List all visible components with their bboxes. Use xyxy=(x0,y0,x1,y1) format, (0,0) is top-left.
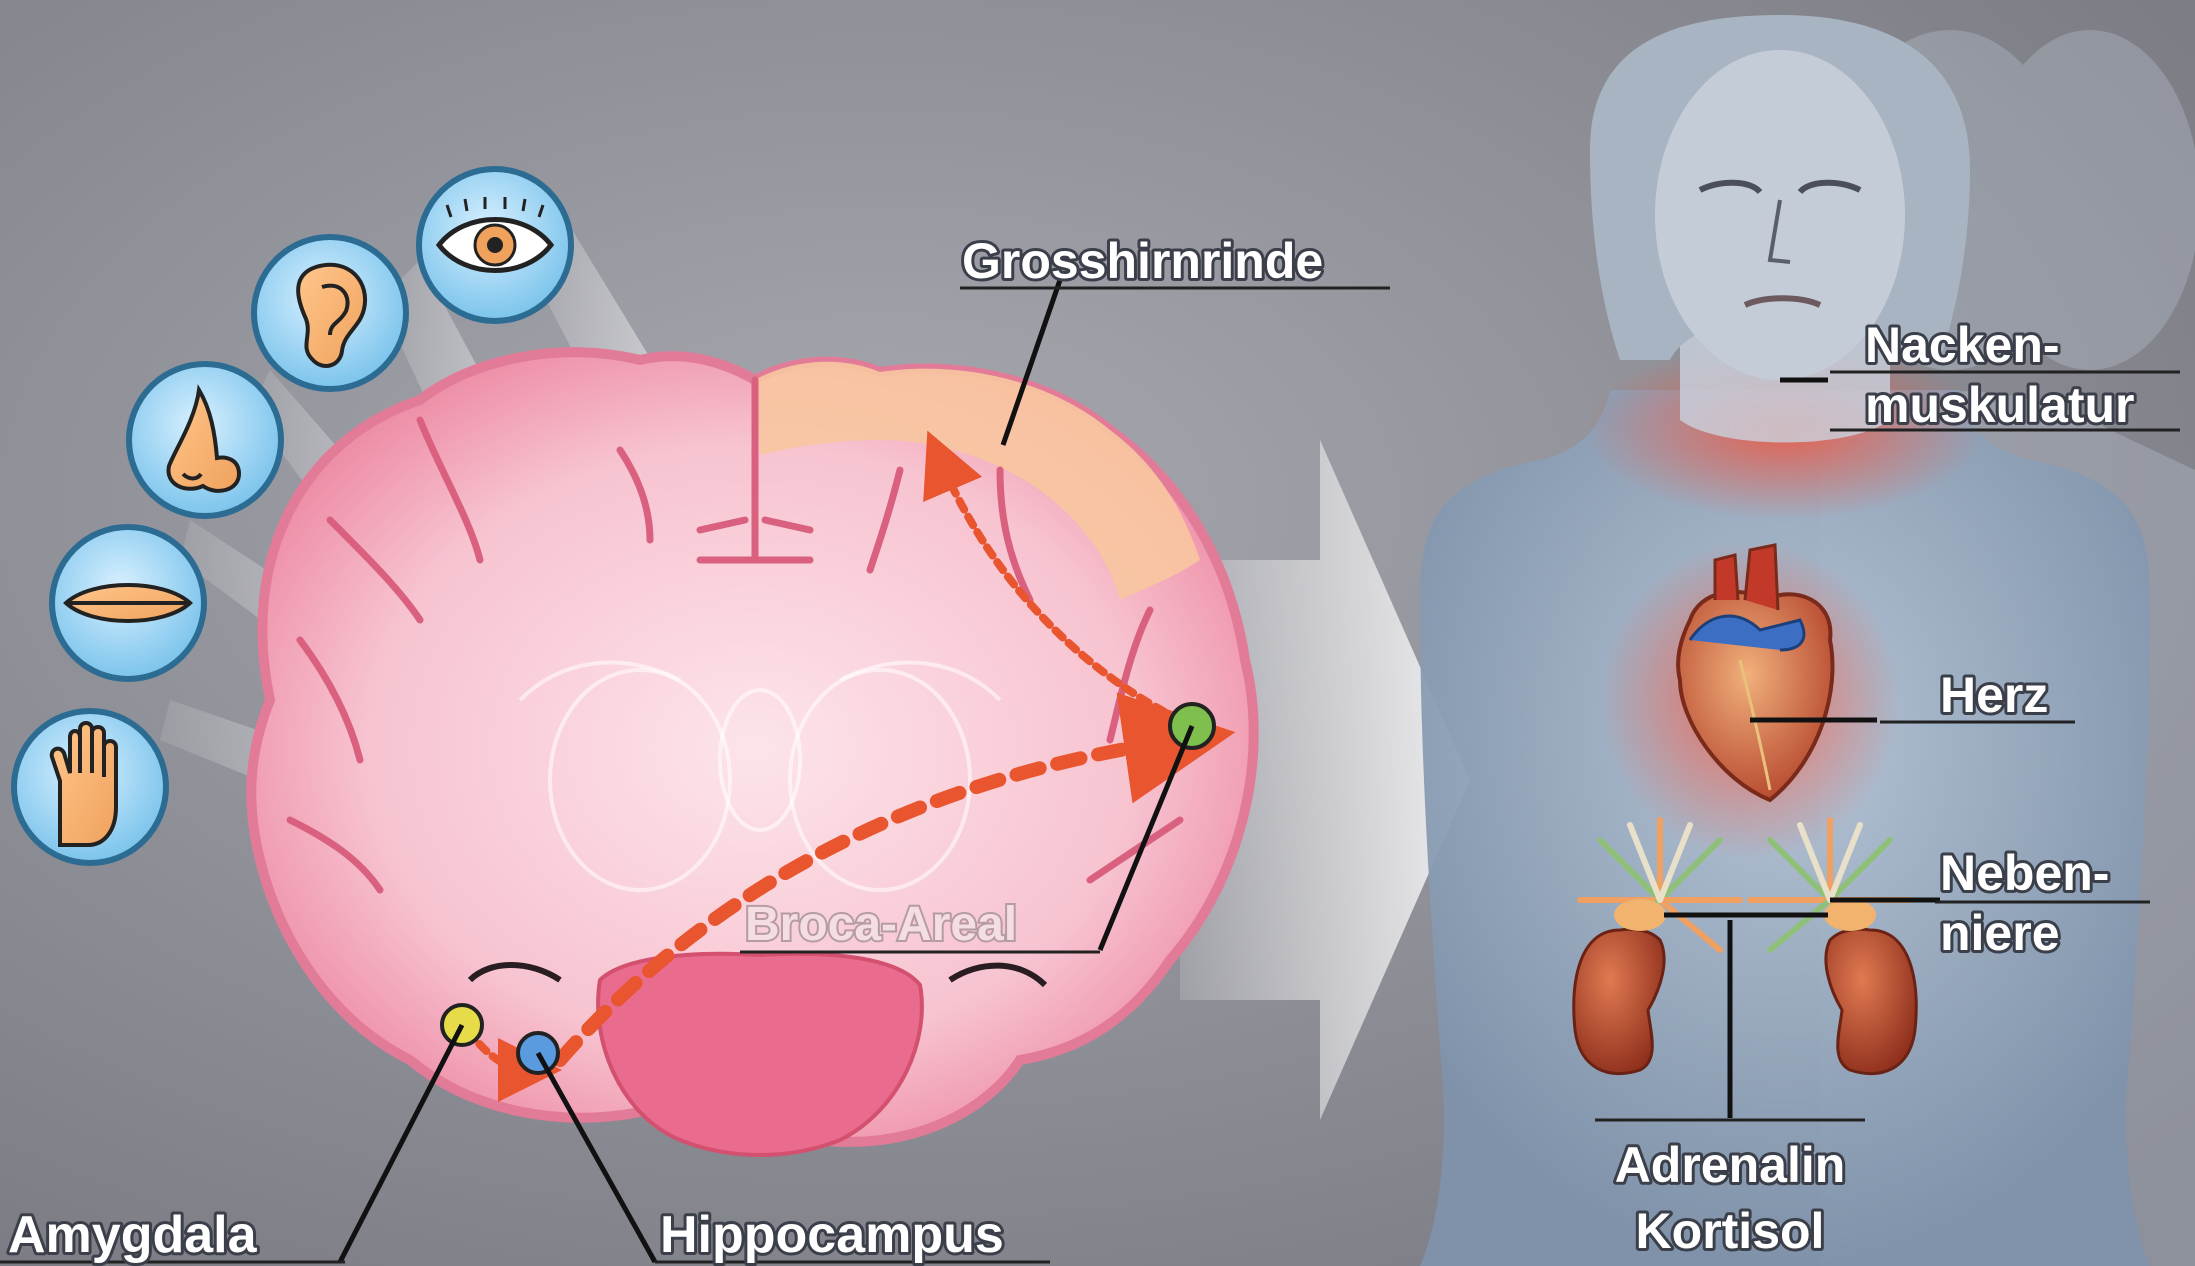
label-nebenniere-line2: niere xyxy=(1940,905,2060,961)
left-adrenal xyxy=(1614,899,1666,931)
mouth-icon xyxy=(52,527,204,679)
label-nacken-line2: muskulatur xyxy=(1865,377,2135,433)
ear-icon xyxy=(254,237,406,389)
eye-icon xyxy=(419,169,571,321)
label-grosshirnrinde: Grosshirnrinde xyxy=(962,233,1323,289)
right-adrenal xyxy=(1824,899,1876,931)
label-amygdala: Amygdala xyxy=(8,1206,258,1264)
right-kidney xyxy=(1826,929,1916,1073)
label-adrenalin: Adrenalin xyxy=(1615,1137,1846,1193)
label-herz: Herz xyxy=(1940,667,2048,723)
label-nacken-line1: Nacken- xyxy=(1865,317,2060,373)
left-kidney xyxy=(1574,929,1664,1073)
nose-icon xyxy=(129,364,281,516)
hand-icon xyxy=(14,711,166,863)
label-hippocampus: Hippocampus xyxy=(660,1206,1004,1264)
label-nebenniere-line1: Neben- xyxy=(1940,845,2109,901)
label-broca-areal: Broca-Areal xyxy=(745,898,1017,951)
label-kortisol: Kortisol xyxy=(1636,1203,1825,1259)
